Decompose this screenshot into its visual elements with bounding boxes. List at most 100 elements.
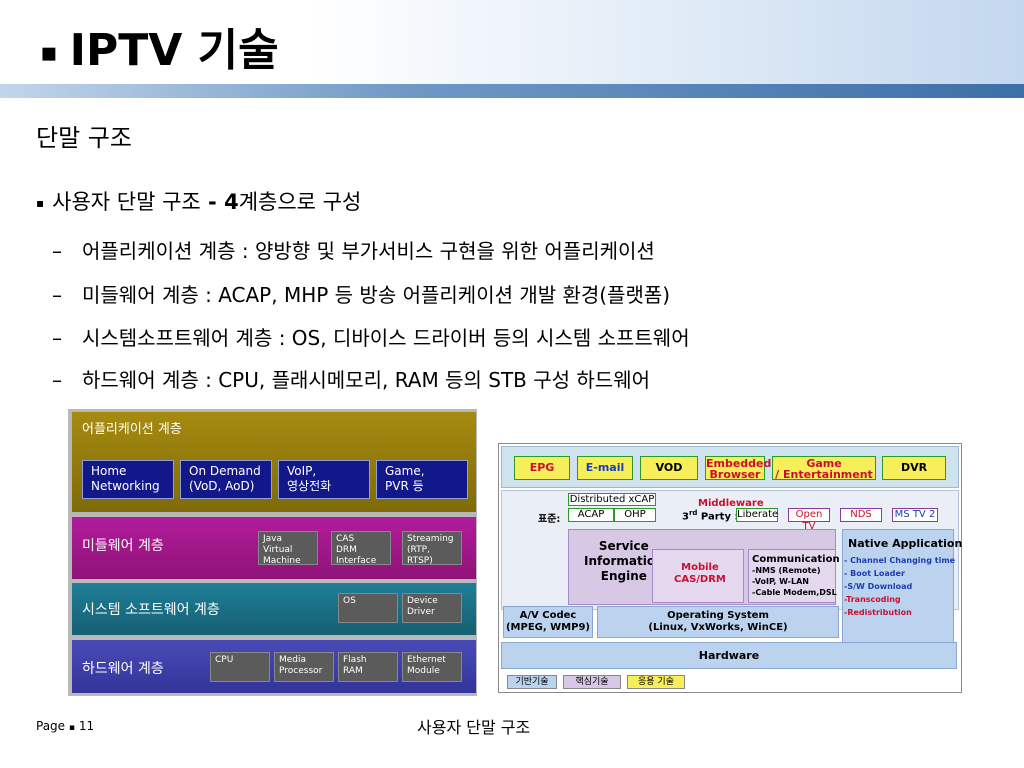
bullet-text: 시스템소프트웨어 계층 : OS, 디바이스 드라이버 등의 시스템 소프트웨어	[82, 326, 690, 350]
comm-item: -NMS (Remote)	[752, 566, 821, 575]
acap-box: ACAP	[568, 508, 614, 522]
third-party-label: 3rd Party :	[682, 509, 738, 522]
level1-bullet: ▪사용자 단말 구조 - 4계층으로 구성	[36, 186, 361, 216]
dash-marker: –	[52, 239, 62, 263]
app-line: Networking	[91, 479, 160, 493]
layer-label: 미들웨어 계층	[82, 538, 164, 554]
module-line: DRM	[336, 545, 357, 555]
app-box: On Demand(VoD, AoD)	[180, 460, 272, 499]
layer-label: 하드웨어 계층	[82, 661, 164, 677]
app-box-dvr: DVR	[882, 456, 946, 480]
app-line: On Demand	[189, 464, 261, 478]
native-item: -Transcoding	[844, 595, 901, 604]
hardware-box: Hardware	[501, 642, 957, 669]
legend-base: 기반기술	[507, 675, 557, 689]
app-line: 영상전화	[287, 479, 332, 493]
square-bullet-icon: ▪	[36, 196, 45, 210]
sie-line: Engine	[600, 569, 647, 583]
mstv-box: MS TV 2	[892, 508, 938, 522]
module-line: RAM	[343, 666, 363, 676]
page-num: 11	[78, 719, 95, 733]
comm-item: -Cable Modem,DSL	[752, 588, 837, 597]
module-line: Flash	[343, 655, 367, 665]
module-line: Streaming	[407, 534, 454, 544]
layer-label: 어플리케이션 계층	[82, 422, 182, 437]
app-line: Browser	[709, 468, 761, 481]
bullet-text: 하드웨어 계층 : CPU, 플래시메모리, RAM 등의 STB 구성 하드웨…	[82, 368, 650, 392]
bullet-item: –하드웨어 계층 : CPU, 플래시메모리, RAM 등의 STB 구성 하드…	[52, 364, 650, 393]
module-line: CPU	[215, 655, 234, 665]
tp-pre: 3	[682, 511, 689, 523]
sie-line: Service	[598, 539, 649, 553]
comm-item: -VoIP, W-LAN	[752, 577, 809, 586]
bullet-text: 미들웨어 계층 : ACAP, MHP 등 방송 어플리케이션 개발 환경(플랫…	[82, 283, 671, 307]
module-line: Machine	[263, 556, 301, 566]
dash-marker: –	[52, 326, 62, 350]
native-item: -Redistribution	[844, 608, 912, 617]
av-codec-box: A/V Codec(MPEG, WMP9)	[503, 606, 593, 638]
mobile-line: CAS/DRM	[674, 574, 726, 585]
module-line: (RTP,	[407, 545, 430, 555]
slide-title-text: IPTV 기술	[69, 25, 279, 76]
legend-app: 응용 기술	[627, 675, 685, 689]
title-underline	[0, 84, 1024, 98]
page-label: Page	[36, 719, 66, 733]
title-band	[0, 0, 1024, 90]
square-bullet-icon: ▪	[68, 723, 75, 733]
native-title: Native Application	[848, 537, 963, 550]
os-line: Operating System	[667, 610, 769, 621]
liberate-box: Liberate	[736, 508, 779, 522]
app-line: Game	[806, 457, 842, 470]
native-item: -S/W Download	[844, 582, 913, 591]
app-box-epg: EPG	[514, 456, 570, 480]
app-line: (VoD, AoD)	[189, 479, 255, 493]
module-box: OS	[338, 593, 398, 623]
module-line: Java	[263, 534, 283, 544]
app-line: / Entertainment	[775, 468, 873, 481]
legend-core: 핵심기술	[563, 675, 621, 689]
module-line: Interface	[336, 556, 377, 566]
native-item: - Boot Loader	[844, 569, 905, 578]
square-bullet-icon: ▪	[40, 38, 58, 68]
module-box: Streaming(RTP,RTSP)	[402, 531, 462, 566]
mobile-cas-box	[652, 549, 744, 603]
layer-label: 시스템 소프트웨어 계층	[82, 602, 220, 618]
app-line: Embedded	[706, 457, 772, 470]
sie-line: Information	[584, 554, 664, 568]
module-line: CAS	[336, 534, 355, 544]
bullet-item: –미들웨어 계층 : ACAP, MHP 등 방송 어플리케이션 개발 환경(플…	[52, 279, 670, 308]
module-line: OS	[343, 596, 356, 606]
dash-marker: –	[52, 368, 62, 392]
av-line: A/V Codec	[519, 610, 577, 621]
app-box: Game,PVR 등	[376, 460, 468, 499]
bullet-text: 어플리케이션 계층 : 양방향 및 부가서비스 구현을 위한 어플리케이션	[82, 239, 655, 263]
module-line: Virtual	[263, 545, 293, 555]
module-line: Media	[279, 655, 307, 665]
app-box-email: E-mail	[577, 456, 633, 480]
native-item: - Channel Changing time	[844, 556, 956, 565]
module-line: Device	[407, 596, 438, 606]
distributed-xcap-box: Distributed xCAP	[568, 493, 656, 506]
module-line: RTSP)	[407, 556, 433, 566]
dash-marker: –	[52, 283, 62, 307]
app-line: PVR 등	[385, 479, 424, 493]
opentv-box: Open TV	[788, 508, 830, 532]
mobile-line: Mobile	[681, 562, 719, 573]
tp-sup: rd	[688, 509, 698, 517]
slide-subtitle: 단말 구조	[36, 124, 132, 152]
module-line: Driver	[407, 607, 435, 617]
